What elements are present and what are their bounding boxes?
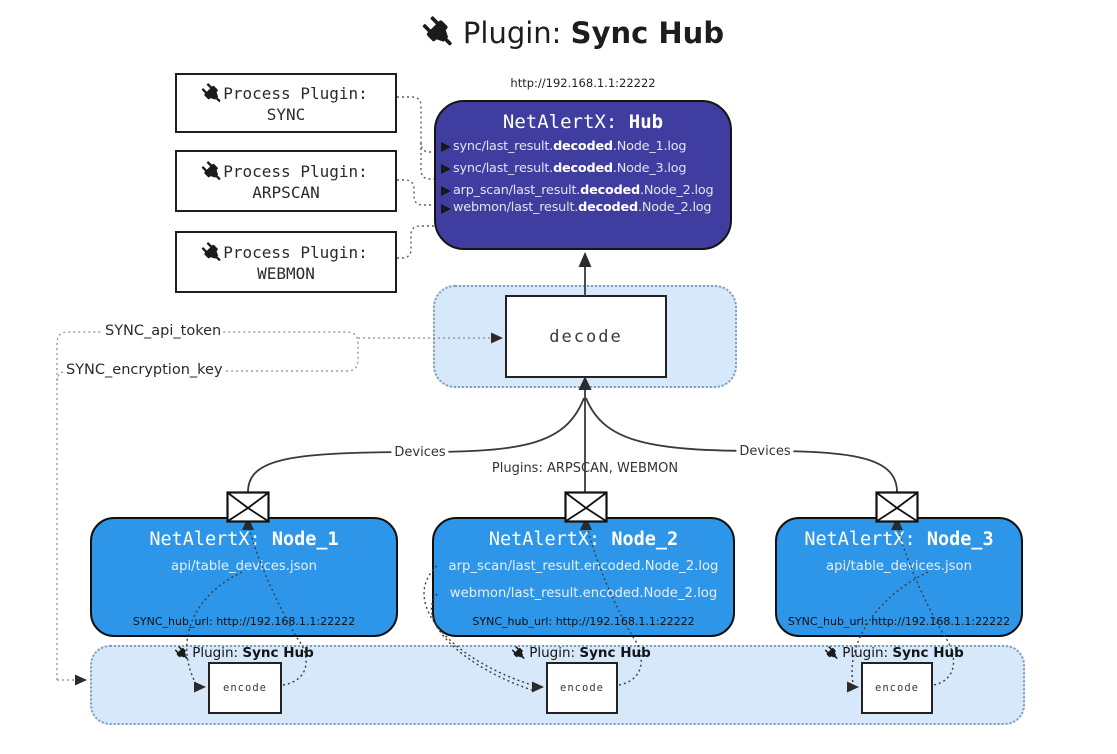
netalertx-node3-box: NetAlertX: Node_3 api/table_devices.json… — [775, 517, 1023, 637]
hub-log-line: sync/last_result.decoded.Node_1.log — [436, 140, 730, 154]
process-plugin-webmon-box: Process Plugin: WEBMON — [175, 231, 397, 293]
hub-log-line: arp_scan/last_result.decoded.Node_2.log — [436, 184, 730, 198]
band-plugin-label: Plugin: Sync Hub — [173, 643, 314, 662]
process-plugin-arpscan-box: Process Plugin: ARPSCAN — [175, 150, 397, 212]
plugins-edge-label: Plugins: ARPSCAN, WEBMON — [491, 461, 679, 476]
title-name: Sync Hub — [570, 16, 725, 50]
node-file-line: api/table_devices.json — [171, 559, 317, 574]
title-prefix: Plugin: — [462, 16, 562, 50]
decode-box: decode — [505, 295, 667, 378]
arrow-right-icon — [441, 185, 451, 196]
envelope-icon — [564, 491, 608, 523]
netalertx-node2-box: NetAlertX: Node_2 arp_scan/last_result.e… — [432, 517, 735, 637]
encode-box: encode — [208, 662, 282, 714]
process-plugin-label: Process Plugin: — [223, 84, 368, 103]
plug-icon — [823, 643, 842, 662]
devices-edge-label-right: Devices — [736, 444, 794, 459]
process-to-hub-connectors — [397, 96, 434, 259]
hub-log-line: webmon/last_result.decoded.Node_2.log — [436, 201, 730, 215]
hub-title: NetAlertX: Hub — [502, 111, 664, 133]
process-plugin-label: Process Plugin: — [223, 162, 368, 181]
hub-url-label: http://192.168.1.1:22222 — [510, 76, 656, 90]
plug-icon — [510, 643, 529, 662]
process-plugin-sync-box: Process Plugin: SYNC — [175, 73, 397, 133]
band-plugin-label: Plugin: Sync Hub — [823, 643, 964, 662]
node-file-line: webmon/last_result.encoded.Node_2.log — [449, 586, 718, 602]
node-sync-hub-url: SYNC_hub_url: http://192.168.1.1:22222 — [472, 615, 695, 628]
devices-edge-label-left: Devices — [391, 445, 449, 460]
node-title: NetAlertX: Node_1 — [149, 529, 339, 550]
arrow-right-icon — [441, 142, 451, 153]
hub-log-line: sync/last_result.decoded.Node_3.log — [436, 162, 730, 176]
page-title: Plugin: Sync Hub — [419, 13, 725, 53]
plug-icon — [173, 643, 192, 662]
sync-encryption-key-label: SYNC_encryption_key — [64, 362, 225, 378]
plug-icon — [418, 11, 461, 54]
encode-box: encode — [861, 662, 933, 714]
netalertx-hub-box: NetAlertX: Hub sync/last_result.decoded.… — [434, 100, 732, 250]
sync-api-token-label: SYNC_api_token — [103, 323, 224, 339]
node-title: NetAlertX: Node_2 — [488, 529, 679, 550]
envelope-icon — [226, 491, 270, 523]
netalertx-node1-box: NetAlertX: Node_1 api/table_devices.json… — [90, 517, 398, 637]
process-plugin-name: ARPSCAN — [252, 182, 320, 202]
process-plugin-name: WEBMON — [257, 263, 315, 283]
band-plugin-label: Plugin: Sync Hub — [510, 643, 651, 662]
node-file-line: api/table_devices.json — [826, 559, 972, 574]
process-plugin-label: Process Plugin: — [223, 243, 368, 262]
node-title: NetAlertX: Node_3 — [804, 529, 994, 550]
node-file-line: arp_scan/last_result.encoded.Node_2.log — [448, 559, 719, 574]
process-plugin-name: SYNC — [266, 104, 306, 124]
arrow-right-icon — [441, 203, 451, 214]
encode-box: encode — [546, 662, 618, 714]
envelope-icon — [875, 491, 919, 523]
arrow-right-icon — [441, 164, 451, 175]
node-sync-hub-url: SYNC_hub_url: http://192.168.1.1:22222 — [787, 615, 1011, 628]
node-sync-hub-url: SYNC_hub_url: http://192.168.1.1:22222 — [132, 615, 356, 628]
